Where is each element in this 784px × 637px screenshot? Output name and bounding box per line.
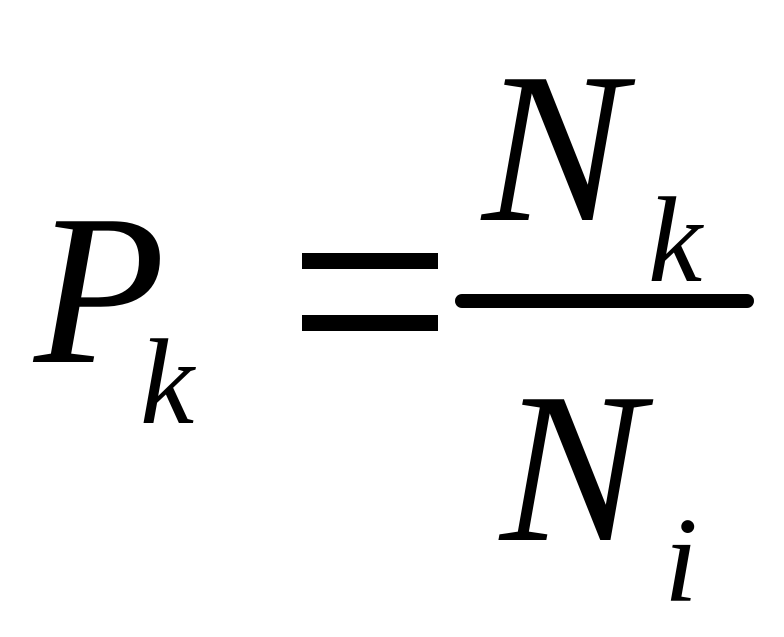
equals-sign-top-bar: [302, 253, 438, 269]
numerator-subscript: k: [648, 173, 703, 308]
denominator-symbol: N: [500, 348, 644, 587]
equals-sign-bottom-bar: [302, 315, 438, 331]
denominator-subscript: i: [664, 493, 698, 628]
fraction-bar: [455, 294, 754, 308]
numerator-symbol: N: [482, 28, 626, 267]
lhs-subscript: k: [140, 315, 195, 450]
lhs-symbol: P: [34, 170, 166, 409]
